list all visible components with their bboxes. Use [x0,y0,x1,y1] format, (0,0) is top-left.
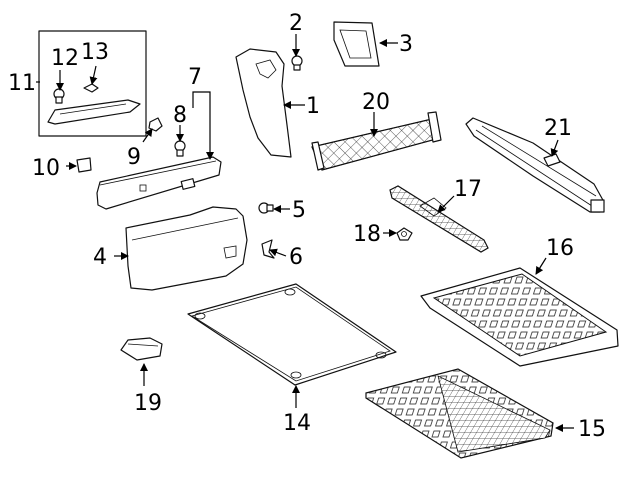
callout-9: 9 [127,145,141,170]
part-6-clip [261,239,275,259]
callout-12: 12 [51,46,79,71]
part-14-floor-board [187,283,397,386]
callout-7: 7 [188,65,202,90]
callout-20: 20 [362,90,390,115]
callout-14: 14 [283,411,311,436]
leader-lines [36,34,574,432]
part-21-tonneau-cover [465,117,605,213]
callout-13: 13 [81,40,109,65]
part-1-pillar-trim [235,48,292,158]
callout-18: 18 [353,222,381,247]
callout-16: 16 [546,236,574,261]
part-7-sill-plate [96,156,222,210]
part-3-bezel [333,21,380,67]
part-19-hook [120,337,163,361]
part-15-floor-mat [365,368,554,459]
callout-21: 21 [544,116,572,141]
part-10-clip [76,157,92,173]
part-2-screw [291,55,303,71]
part-12-clip [53,88,65,104]
part-5-screw [258,202,274,214]
part-20-cargo-net [311,111,442,171]
part-13-clip [83,83,99,93]
part-4-quarter-trim [125,206,248,291]
callout-3: 3 [399,32,413,57]
callout-2: 2 [289,11,303,36]
callout-1: 1 [306,94,320,119]
callout-11: 11 [8,71,36,96]
callout-10: 10 [32,156,60,181]
callout-5: 5 [292,198,306,223]
part-18-clip [396,227,413,241]
part-8-screw [174,140,186,157]
callout-6: 6 [289,245,303,270]
callout-15: 15 [578,417,606,442]
part-11-inset [38,30,147,137]
part-16-cargo-tray [420,267,619,367]
callout-17: 17 [454,177,482,202]
callout-8: 8 [173,103,187,128]
callout-4: 4 [93,245,107,270]
part-9-clip [148,117,163,132]
callout-19: 19 [134,391,162,416]
part-17-rail [389,185,489,253]
